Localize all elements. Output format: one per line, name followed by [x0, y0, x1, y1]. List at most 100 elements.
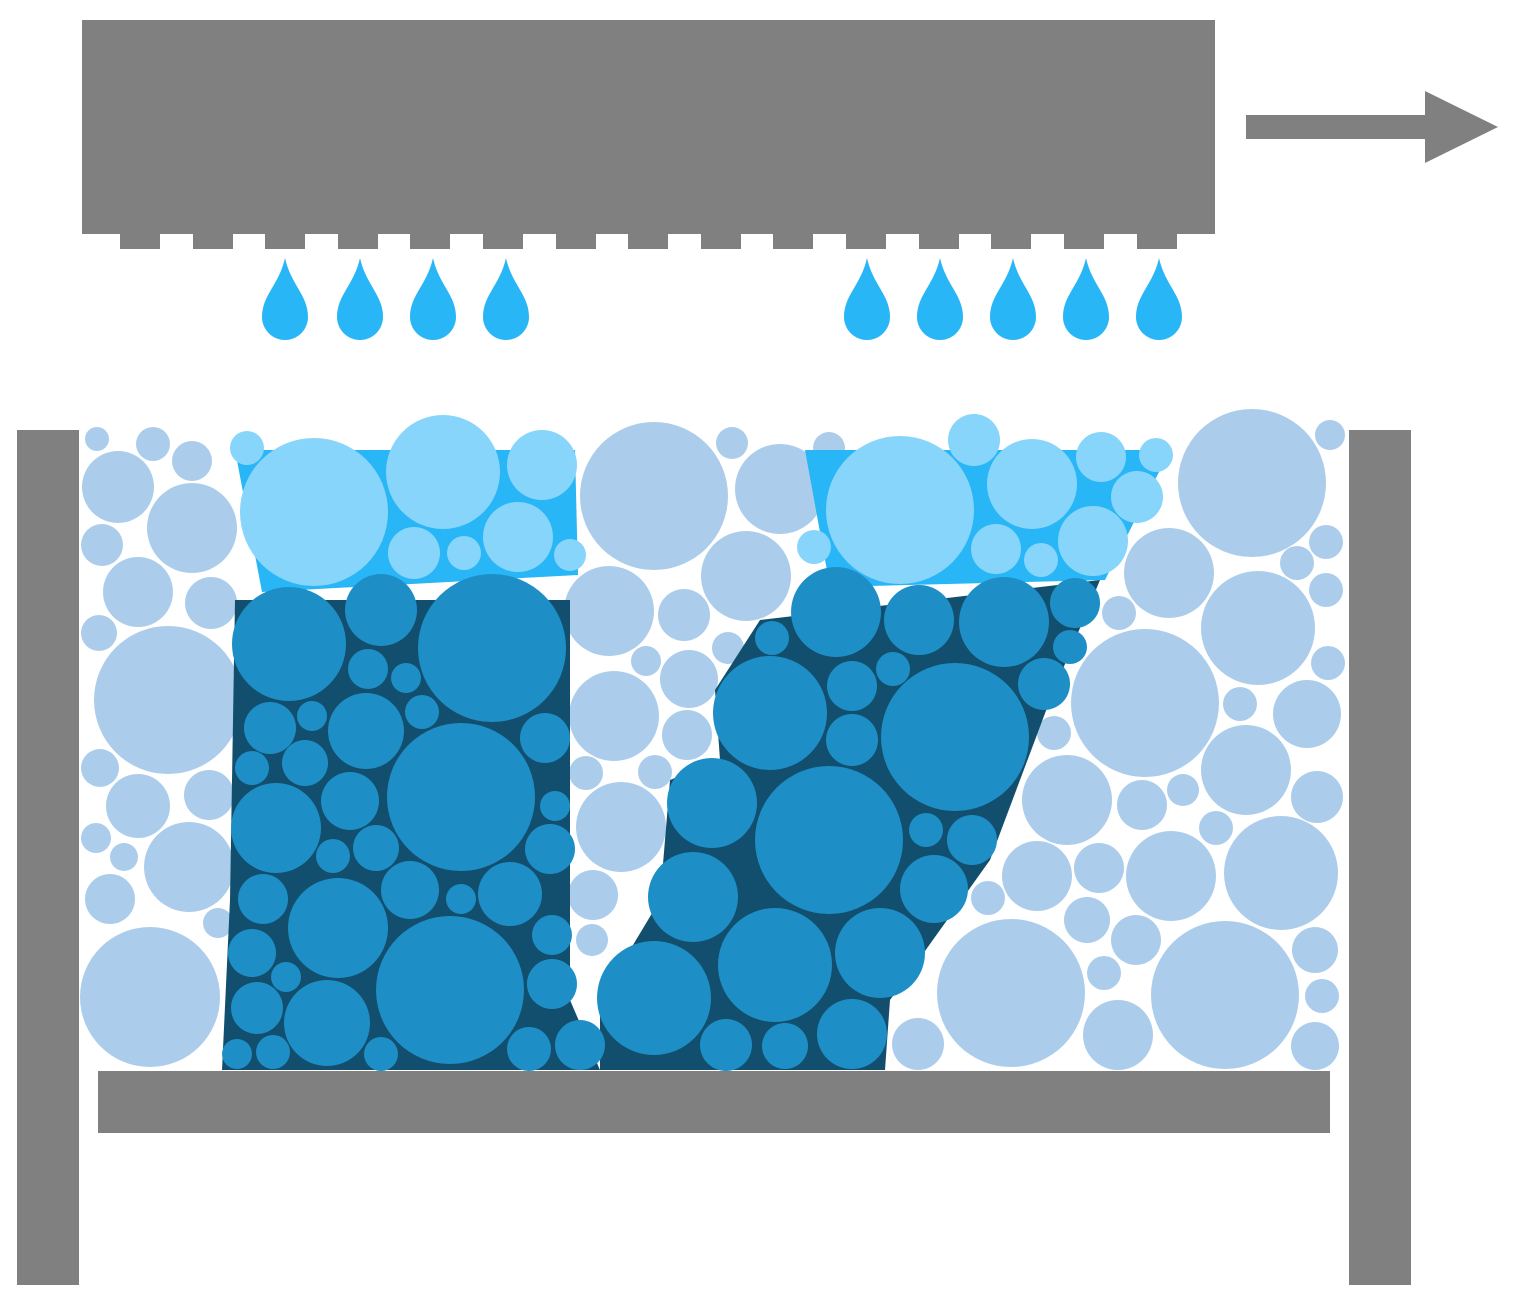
bound-powder-particle — [282, 740, 328, 786]
powder-particle — [81, 823, 111, 853]
powder-particle — [892, 1018, 944, 1070]
powder-particle — [80, 927, 220, 1067]
wet-powder-particle — [483, 502, 553, 572]
bound-powder-particle — [348, 649, 388, 689]
powder-particle — [1064, 897, 1110, 943]
powder-particle — [701, 531, 791, 621]
powder-particle — [1273, 680, 1341, 748]
bound-powder-particle — [288, 878, 388, 978]
powder-particle — [1083, 1000, 1153, 1070]
bound-powder-particle — [297, 701, 327, 731]
bound-powder-particle — [316, 839, 350, 873]
wet-powder-particle — [1111, 471, 1163, 523]
bound-powder-particle — [232, 587, 346, 701]
powder-particle — [569, 671, 659, 761]
nozzle — [265, 233, 305, 249]
wet-powder-particle — [386, 415, 500, 529]
bound-powder-particle — [284, 980, 370, 1066]
wet-powder-particle — [797, 530, 831, 564]
print-head-body — [82, 20, 1215, 234]
powder-particle — [937, 919, 1085, 1067]
binder-droplet-icon — [483, 258, 529, 340]
powder-particle — [1111, 915, 1161, 965]
powder-particle — [1305, 979, 1339, 1013]
bound-powder-particle — [959, 577, 1049, 667]
nozzle — [410, 233, 450, 249]
wet-powder-particle — [948, 414, 1000, 466]
wet-powder-particle — [230, 431, 264, 465]
powder-particle — [1315, 420, 1345, 450]
binder-droplets — [262, 258, 1182, 340]
bound-powder-particle — [446, 884, 476, 914]
bound-powder-particle — [391, 663, 421, 693]
bound-powder-particle — [235, 751, 269, 785]
bound-powder-particle — [222, 1039, 252, 1069]
powder-particle — [971, 881, 1005, 915]
nozzle — [483, 233, 523, 249]
bound-powder-particle — [231, 783, 321, 873]
bound-powder-particle — [1053, 630, 1087, 664]
powder-particle — [660, 650, 718, 708]
powder-particle — [185, 577, 237, 629]
powder-particle — [569, 756, 603, 790]
print-head — [82, 20, 1215, 249]
bound-powder-particle — [525, 824, 575, 874]
wet-powder-particle — [1139, 438, 1173, 472]
nozzle — [919, 233, 959, 249]
powder-particle — [1309, 573, 1343, 607]
bound-powder-particle — [520, 713, 570, 763]
powder-particle — [1309, 525, 1343, 559]
build-platform — [98, 1071, 1330, 1133]
bound-powder-particle — [507, 1027, 551, 1071]
binder-droplet-icon — [337, 258, 383, 340]
powder-particle — [81, 524, 123, 566]
nozzle — [991, 233, 1031, 249]
bound-powder-particle — [353, 825, 399, 871]
bound-powder-particle — [228, 929, 276, 977]
bound-powder-particle — [527, 959, 577, 1009]
bound-powder-particle — [817, 999, 887, 1069]
wet-powder-particle — [554, 539, 586, 571]
powder-particle — [564, 566, 654, 656]
nozzle — [338, 233, 378, 249]
powder-particle — [735, 444, 825, 534]
bound-powder-particle — [835, 908, 925, 998]
bound-powder-particle — [881, 663, 1029, 811]
bound-powder-particle — [826, 714, 878, 766]
nozzle — [773, 233, 813, 249]
powder-particle — [144, 822, 234, 912]
bound-powder-particle — [791, 567, 881, 657]
bound-powder-particle — [713, 656, 827, 770]
bound-powder-particle — [540, 791, 570, 821]
nozzle — [1064, 233, 1104, 249]
wet-powder-particle — [1076, 432, 1126, 482]
powder-particle — [658, 589, 710, 641]
powder-particle — [576, 924, 608, 956]
powder-particle — [1074, 843, 1124, 893]
bound-powder-particle — [364, 1037, 398, 1071]
nozzle — [556, 233, 596, 249]
bound-powder-particle — [718, 908, 832, 1022]
powder-particle — [716, 427, 748, 459]
powder-particle — [94, 626, 242, 774]
bound-powder-particle — [876, 652, 910, 686]
powder-particle — [136, 427, 170, 461]
bound-powder-particle — [755, 766, 903, 914]
bound-powder-particle — [648, 852, 738, 942]
powder-particle — [576, 782, 666, 872]
powder-particle — [81, 615, 117, 651]
powder-particle — [1087, 956, 1121, 990]
nozzle — [628, 233, 668, 249]
powder-particle — [82, 451, 154, 523]
bound-powder-particle — [405, 695, 439, 729]
nozzle — [1137, 233, 1177, 249]
powder-particle — [1178, 409, 1326, 557]
right-wall — [1349, 430, 1411, 1285]
powder-particle — [1199, 811, 1233, 845]
nozzle — [701, 233, 741, 249]
powder-particle — [184, 770, 234, 820]
bound-powder-particle — [328, 693, 404, 769]
binder-droplet-icon — [844, 258, 890, 340]
wet-powder-particle — [1024, 543, 1058, 577]
